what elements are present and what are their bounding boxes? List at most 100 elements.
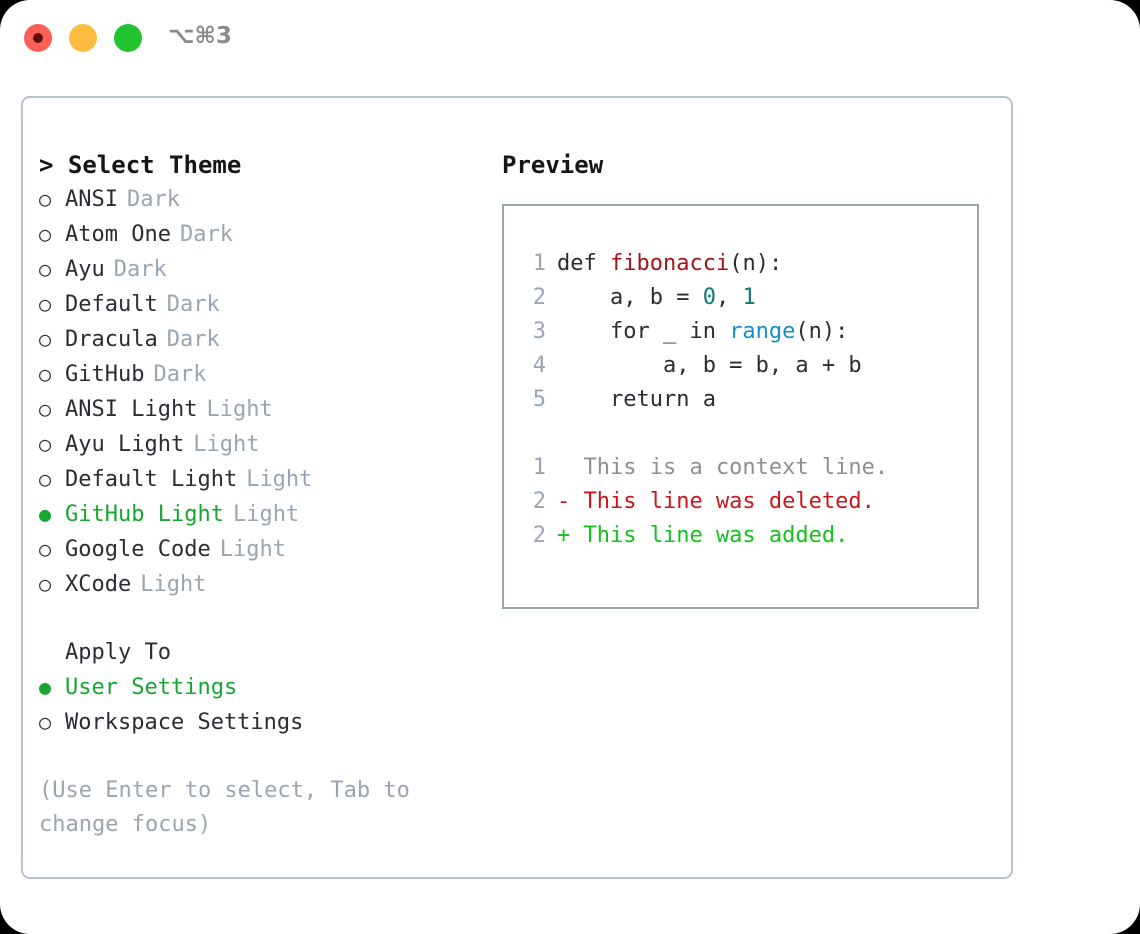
apply-to-option-list: ● User Settings ○ Workspace Settings <box>39 670 479 740</box>
theme-option-atom-one[interactable]: ○ Atom One Dark <box>39 217 479 252</box>
code-text: a, b = 0, 1 <box>546 281 756 315</box>
theme-option-xcode[interactable]: ○ XCode Light <box>39 567 479 602</box>
apply-to-option-workspace-settings[interactable]: ○ Workspace Settings <box>39 705 479 740</box>
theme-variant-tag: Dark <box>166 327 220 352</box>
title-bar: ⌥⌘3 <box>0 0 1140 78</box>
theme-option-google-code[interactable]: ○ Google Code Light <box>39 532 479 567</box>
window-controls <box>24 24 142 52</box>
line-number: 1 <box>532 455 546 480</box>
theme-option-label: Google Code <box>65 537 211 562</box>
theme-variant-tag: Dark <box>126 187 180 212</box>
theme-option-label: Ayu Light <box>65 432 185 457</box>
radio-unselected-icon: ○ <box>39 187 52 211</box>
keyboard-shortcut-label: ⌥⌘3 <box>168 23 232 49</box>
code-token: a, b = <box>557 285 703 310</box>
spacer <box>518 417 971 451</box>
line-number: 2 <box>532 523 546 548</box>
theme-variant-tag: Light <box>193 432 260 457</box>
theme-option-label: Atom One <box>65 222 171 247</box>
diff-line: 2- This line was deleted. <box>518 485 971 519</box>
theme-option-label: Default Light <box>65 467 238 492</box>
code-token: , <box>715 285 743 310</box>
code-token: 1 <box>742 285 756 310</box>
maximize-button[interactable] <box>114 24 142 52</box>
radio-unselected-icon: ○ <box>39 292 52 316</box>
radio-unselected-icon: ○ <box>39 537 52 561</box>
code-token: for _ in <box>557 319 730 344</box>
theme-variant-tag: Light <box>219 537 286 562</box>
line-number: 2 <box>532 285 546 310</box>
line-number: 2 <box>532 489 546 514</box>
theme-variant-tag: Light <box>246 467 313 492</box>
radio-unselected-icon: ○ <box>39 397 52 421</box>
theme-option-label: ANSI <box>65 187 118 212</box>
code-token: a, b = b, a + b <box>557 353 862 378</box>
line-number: 5 <box>532 387 546 412</box>
code-line: 3 for _ in range(n): <box>518 315 971 349</box>
theme-option-label: ANSI Light <box>65 397 198 422</box>
code-token: range <box>729 319 796 344</box>
theme-variant-tag: Dark <box>153 362 207 387</box>
page-title: > Select Theme <box>39 151 242 179</box>
theme-option-dracula[interactable]: ○ Dracula Dark <box>39 322 479 357</box>
theme-option-ayu-light[interactable]: ○ Ayu Light Light <box>39 427 479 462</box>
code-line: 4 a, b = b, a + b <box>518 349 971 383</box>
theme-option-label: Dracula <box>65 327 158 352</box>
code-token: (n): <box>729 251 783 276</box>
code-text: def fibonacci(n): <box>546 247 782 281</box>
radio-unselected-icon: ○ <box>39 572 52 596</box>
code-line: 2 a, b = 0, 1 <box>518 281 971 315</box>
diff-text: + This line was added. <box>557 523 849 548</box>
radio-unselected-icon: ○ <box>39 222 52 246</box>
line-number: 3 <box>532 319 546 344</box>
diff-line: 2 + This line was added. <box>518 519 971 553</box>
theme-option-default-light[interactable]: ○ Default Light Light <box>39 462 479 497</box>
theme-variant-tag: Dark <box>179 222 233 247</box>
theme-option-label: XCode <box>65 572 132 597</box>
radio-unselected-icon: ○ <box>39 327 52 351</box>
radio-unselected-icon: ○ <box>39 710 52 734</box>
diff-line: 1 This is a context line. <box>518 451 971 485</box>
code-token: (n): <box>795 319 849 344</box>
diff-text: This is a context line. <box>557 455 889 480</box>
code-token: def <box>557 251 610 276</box>
keyboard-hint-text: (Use Enter to select, Tab to change focu… <box>39 778 424 837</box>
apply-to-option-label: User Settings <box>65 675 238 700</box>
code-text: for _ in range(n): <box>546 315 848 349</box>
theme-option-label: Default <box>65 292 158 317</box>
theme-variant-tag: Light <box>140 572 207 597</box>
apply-to-option-user-settings[interactable]: ● User Settings <box>39 670 479 705</box>
diff-sample: 1 This is a context line.2- This line wa… <box>518 451 971 553</box>
theme-variant-tag: Dark <box>113 257 167 282</box>
close-button[interactable] <box>24 24 52 52</box>
radio-unselected-icon: ○ <box>39 432 52 456</box>
theme-option-ansi-light[interactable]: ○ ANSI Light Light <box>39 392 479 427</box>
preview-heading: Preview <box>502 151 604 179</box>
spacer <box>39 602 479 636</box>
apply-to-option-label: Workspace Settings <box>65 710 304 735</box>
line-number: 1 <box>532 251 546 276</box>
code-token: 0 <box>702 285 716 310</box>
radio-selected-icon: ● <box>39 502 52 526</box>
radio-unselected-icon: ○ <box>39 467 52 491</box>
code-token: fibonacci <box>609 251 730 276</box>
minimize-button[interactable] <box>69 24 97 52</box>
theme-variant-tag: Light <box>206 397 273 422</box>
theme-option-label: Ayu <box>65 257 105 282</box>
theme-option-ansi[interactable]: ○ ANSI Dark <box>39 182 479 217</box>
radio-selected-icon: ● <box>39 675 52 699</box>
theme-option-label: GitHub Light <box>65 502 224 527</box>
